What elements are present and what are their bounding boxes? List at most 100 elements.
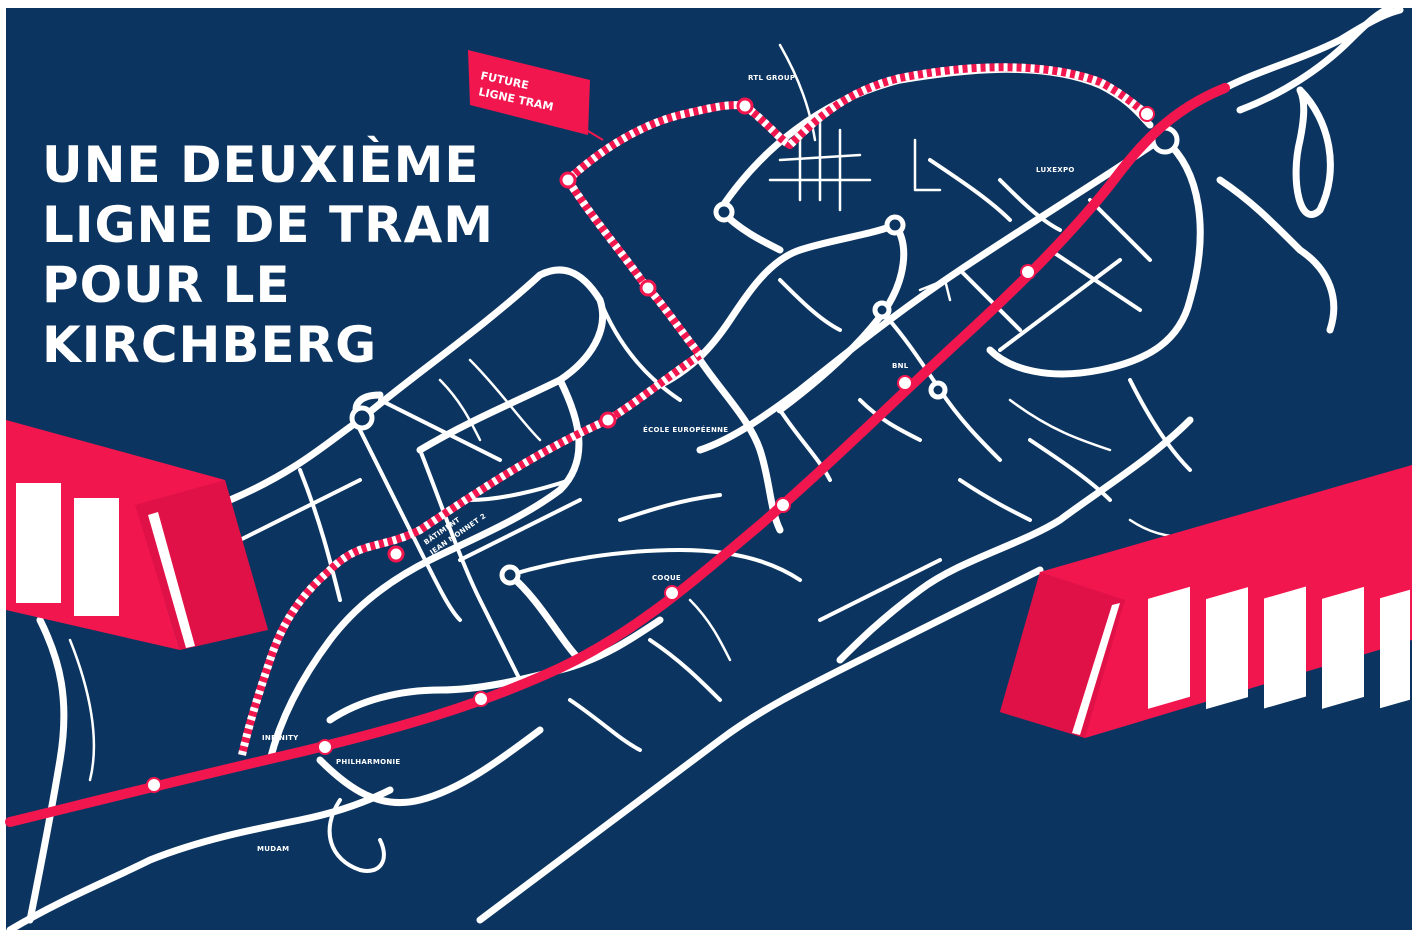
street-25 [1028, 438, 1112, 502]
label-luxexpo: LUXEXPO [1036, 166, 1075, 174]
street-18 [818, 558, 942, 622]
lane-7 [913, 138, 942, 192]
tram-line-existing [5, 83, 1230, 827]
tram-right-window-3 [1264, 586, 1306, 709]
road-ring-east [986, 136, 1204, 378]
station-icon [664, 585, 680, 601]
label-bnl: BNL [892, 362, 909, 370]
label-coque: COQUE [652, 574, 681, 582]
road-east-curve [1216, 176, 1338, 334]
street-21 [618, 493, 722, 522]
roundabout-icon [499, 564, 521, 586]
lane-6 [778, 153, 862, 162]
street-8 [778, 278, 842, 332]
station-icon [736, 97, 754, 115]
roundabout-icon [884, 214, 906, 236]
tram-right-window-5 [1380, 589, 1410, 709]
tram-left-window-1 [16, 483, 61, 603]
label-mudam: MUDAM [257, 845, 289, 853]
road-west-bottom [26, 616, 68, 924]
label-ecole-europeenne: ÉCOLE EUROPÉENNE [643, 425, 728, 434]
road-mudam [326, 616, 664, 724]
flag-shape [468, 50, 590, 135]
map-background [6, 8, 1412, 930]
station-icon [317, 739, 333, 755]
lane-11 [438, 378, 482, 442]
roundabout-icon [872, 300, 892, 320]
station-icon [473, 691, 489, 707]
street-26 [958, 478, 1032, 522]
road-west-lower [266, 376, 583, 764]
station-icon [387, 545, 405, 563]
road-outer-west [226, 266, 607, 504]
lane-12 [688, 598, 732, 662]
label-rtl-group: RTL GROUP [748, 74, 795, 82]
map-title: UNE DEUXIÈME LIGNE DE TRAM POUR LE KIRCH… [42, 135, 494, 374]
title-line-1: UNE DEUXIÈME [42, 135, 480, 194]
stations-future [387, 97, 754, 563]
tram-line-future [238, 63, 1151, 756]
street-10 [938, 388, 1002, 462]
street-20 [568, 698, 642, 752]
tram-left-window-2 [74, 498, 119, 616]
street-24 [1128, 378, 1192, 472]
stations-existing [146, 106, 1155, 793]
street-28 [327, 798, 386, 873]
station-icon [897, 375, 913, 391]
street-1 [418, 448, 522, 682]
street-17 [858, 398, 922, 442]
tram-left-icon [6, 420, 268, 650]
station-icon [559, 171, 577, 189]
tram-left-front [135, 480, 268, 650]
street-23 [238, 478, 362, 542]
tram-right-front [1000, 572, 1125, 738]
road-north-east-2 [1236, 4, 1394, 114]
street-27 [778, 408, 832, 482]
street-7 [598, 298, 682, 402]
station-icon [639, 279, 657, 297]
future-line-flag: FUTURE LIGNE TRAM [468, 50, 604, 141]
street-12 [958, 268, 1022, 332]
lane-8 [918, 278, 952, 302]
road-ecole-south [506, 571, 584, 664]
title-line-3: POUR LE [42, 256, 291, 314]
station-icon [599, 411, 617, 429]
road-main-valley [696, 136, 1164, 454]
tram-right-window-1 [1148, 586, 1190, 709]
street-15 [998, 178, 1062, 232]
road-river-east [836, 416, 1194, 664]
street-2 [358, 428, 462, 622]
roundabout-icon [928, 380, 948, 400]
lane-1 [778, 43, 817, 142]
station-icon [1139, 106, 1155, 122]
roundabout-icon [349, 405, 375, 431]
road-bottom-left [6, 786, 394, 934]
street-11 [998, 258, 1122, 352]
tram-left-front-light [148, 512, 195, 648]
title-line-4: KIRCHBERG [42, 316, 377, 374]
street-3 [378, 398, 502, 462]
station-icon [775, 497, 791, 513]
street-4 [458, 498, 582, 562]
street-5 [468, 478, 572, 502]
lane-14 [68, 638, 96, 782]
tram-right-window-2 [1206, 587, 1248, 710]
lane-10 [468, 358, 542, 442]
lane-9 [1008, 398, 1112, 452]
street-13 [1048, 248, 1142, 312]
label-philharmonie: PHILHARMONIE [336, 758, 400, 766]
road-south-edge [476, 566, 1044, 924]
tram-right-front-light [1072, 603, 1120, 735]
road-philharmonie [316, 726, 544, 807]
station-icon [1020, 264, 1036, 280]
road-east-loop [1292, 86, 1334, 218]
tram-right-window-4 [1322, 586, 1364, 709]
title-line-2: LIGNE DE TRAM [42, 196, 494, 254]
station-icon [146, 777, 162, 793]
street-6 [508, 548, 802, 582]
street-22 [298, 468, 342, 602]
street-19 [648, 638, 722, 702]
tram-right-icon [1000, 465, 1412, 738]
road-outer-south-west [416, 376, 564, 454]
